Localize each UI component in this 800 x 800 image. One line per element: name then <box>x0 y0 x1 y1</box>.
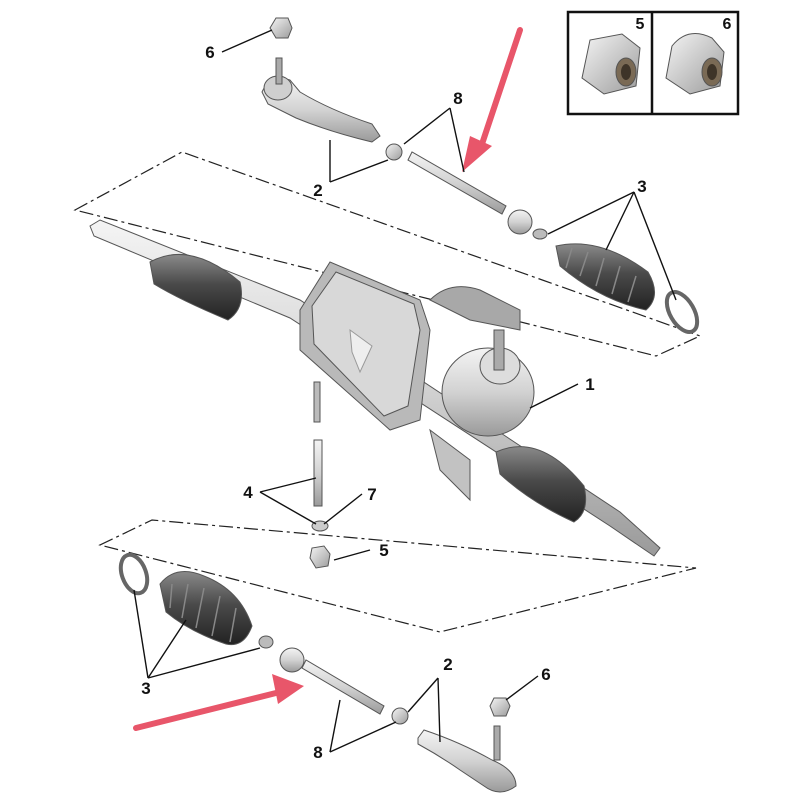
lower-tie-rod-end <box>417 725 517 793</box>
upper-boot-clip <box>532 228 548 240</box>
callout-1: 1 <box>585 375 594 394</box>
lower-boot-clip <box>258 635 274 649</box>
steering-rack-assembly <box>89 219 661 557</box>
lower-rack-boot <box>159 571 253 646</box>
lower-lock-nut <box>391 707 409 725</box>
callout-6-top: 6 <box>205 43 214 62</box>
upper-inner-tie-rod <box>407 151 533 235</box>
inset-label-5: 5 <box>636 16 645 33</box>
callout-2-bottom: 2 <box>443 655 452 674</box>
upper-tie-rod-end <box>261 57 381 143</box>
callout-7: 7 <box>367 485 376 504</box>
lower-nut-5 <box>309 545 331 569</box>
callout-4: 4 <box>243 483 253 502</box>
callout-6-bottom: 6 <box>541 665 550 684</box>
lower-inner-tie-rod <box>279 647 385 715</box>
callout-2-top: 2 <box>313 181 322 200</box>
leader-lines <box>133 29 677 753</box>
callout-8-bottom: 8 <box>313 743 322 762</box>
lower-ring-clamp <box>118 552 150 596</box>
upper-nut-6 <box>269 17 293 39</box>
red-arrow-top <box>462 27 523 172</box>
inset-nut-6 <box>665 33 725 95</box>
inset-box: 5 6 <box>566 10 740 116</box>
callout-5: 5 <box>379 541 388 560</box>
callout-3-top: 3 <box>637 177 646 196</box>
mounting-bolt <box>313 381 323 507</box>
inset-label-6: 6 <box>723 16 732 33</box>
lower-dashdot-outline <box>98 519 697 633</box>
upper-rack-boot <box>555 243 655 311</box>
inset-nut-5 <box>581 33 641 95</box>
upper-lock-nut <box>385 143 403 161</box>
callout-3-bottom: 3 <box>141 679 150 698</box>
lower-nut-6 <box>489 697 511 717</box>
upper-ring-clamp <box>664 290 700 334</box>
callout-8-top: 8 <box>453 89 462 108</box>
red-arrow-bottom <box>133 674 304 731</box>
